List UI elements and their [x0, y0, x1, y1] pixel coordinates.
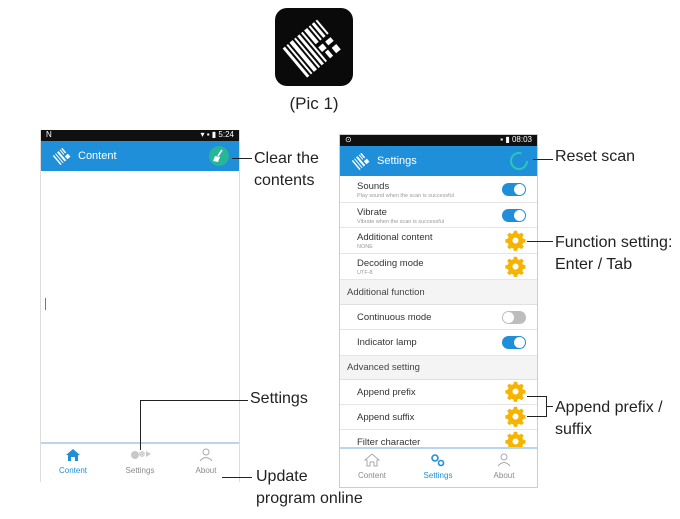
callout-line-clear [232, 158, 252, 159]
content-screen: N ▾ ▪ ▮ 5:24 Content Content Settings Ab… [40, 130, 240, 482]
callout-bracket-top [527, 396, 547, 397]
callout-line-append [546, 406, 553, 407]
setting-continuous-mode[interactable]: Continuous mode [340, 305, 537, 330]
reset-scan-button[interactable] [508, 150, 530, 172]
setting-vibrate[interactable]: Vibrate Vibrate when the scan is success… [340, 203, 537, 228]
callout-reset-scan: Reset scan [555, 148, 636, 165]
callout-append-prefix-suffix: Append prefix / suffix [555, 399, 663, 438]
app-bar: Content [41, 141, 239, 171]
app-icon [275, 8, 353, 86]
clear-contents-button[interactable] [209, 146, 229, 166]
callout-line-function [527, 241, 553, 242]
home-icon [66, 449, 80, 461]
callout-line-reset [533, 159, 553, 160]
home-icon [363, 453, 381, 467]
status-carrier: N [46, 130, 52, 139]
callout-update-program: Update program online [256, 468, 363, 507]
app-logo-icon [351, 152, 370, 171]
setting-indicator-lamp[interactable]: Indicator lamp [340, 330, 537, 356]
callout-line-settings-h [140, 400, 248, 401]
nav-content[interactable]: Content [342, 453, 402, 480]
indicator-lamp-toggle[interactable] [502, 336, 526, 349]
text-cursor [45, 298, 46, 310]
setting-sounds[interactable]: Sounds Play sound when the scan is succe… [340, 177, 537, 203]
gear-icon[interactable] [505, 381, 526, 402]
callout-line-settings-v [140, 400, 141, 450]
app-title: Settings [377, 155, 417, 167]
callout-line-update [222, 477, 252, 478]
pic-caption: (Pic 1) [289, 94, 339, 113]
nav-content[interactable]: Content [43, 448, 103, 475]
gear-icon[interactable] [505, 256, 526, 277]
callout-bracket-bottom [527, 416, 547, 417]
setting-filter-character[interactable]: Filter character [340, 430, 537, 452]
status-bar: ⊙ ▪ ▮ 08:03 [340, 135, 537, 146]
app-bar: Settings [340, 146, 537, 176]
sounds-toggle[interactable] [502, 183, 526, 196]
app-title: Content [78, 150, 117, 162]
status-time: ▪ ▮ 08:03 [500, 135, 532, 144]
callout-settings: Settings [250, 390, 308, 407]
setting-append-prefix[interactable]: Append prefix [340, 380, 537, 405]
setting-append-suffix[interactable]: Append suffix [340, 405, 537, 430]
settings-icon [131, 451, 151, 459]
nav-about[interactable]: About [474, 453, 534, 480]
nav-settings[interactable]: Settings [408, 453, 468, 480]
callout-clear-contents: Clear the contents [254, 150, 319, 189]
status-indicator: ⊙ [345, 135, 352, 144]
gear-icon[interactable] [505, 431, 526, 452]
nav-about[interactable]: About [176, 448, 236, 475]
setting-additional-content[interactable]: Additional content NONE [340, 228, 537, 254]
status-bar: N ▾ ▪ ▮ 5:24 [41, 130, 239, 141]
settings-screen: ⊙ ▪ ▮ 08:03 Settings Sounds Play sound w… [339, 134, 538, 488]
gear-icon[interactable] [505, 406, 526, 427]
nav-settings[interactable]: Settings [110, 448, 170, 475]
refresh-icon [510, 152, 528, 170]
section-additional-function: Additional function [340, 280, 537, 305]
person-icon [199, 448, 213, 462]
continuous-mode-toggle[interactable] [502, 311, 526, 324]
section-advanced-setting: Advanced setting [340, 356, 537, 380]
app-logo-icon [52, 147, 71, 166]
gear-icon[interactable] [505, 230, 526, 251]
setting-decoding-mode[interactable]: Decoding mode UTF-8 [340, 254, 537, 280]
bottom-nav: Content Settings About [340, 447, 537, 487]
person-icon [497, 453, 511, 467]
broom-icon [213, 149, 223, 162]
vibrate-toggle[interactable] [502, 209, 526, 222]
status-time: ▾ ▪ ▮ 5:24 [200, 130, 235, 139]
settings-icon [431, 454, 445, 467]
callout-function-setting: Function setting: Enter / Tab [555, 234, 673, 273]
